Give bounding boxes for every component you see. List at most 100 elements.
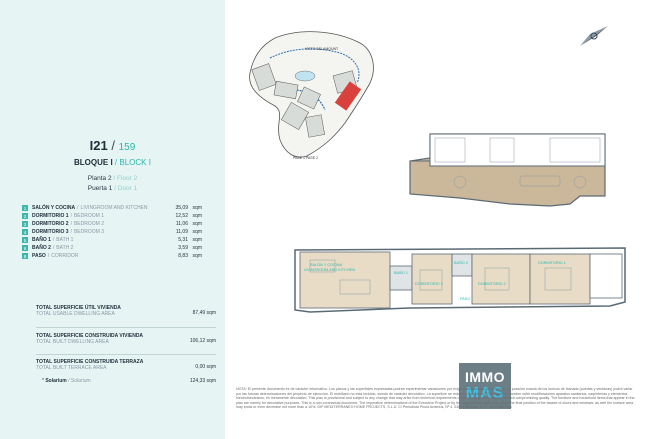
room-unit: sqm xyxy=(192,253,202,259)
unit-sep: / xyxy=(111,138,115,153)
room-name: DORMITORIO 2 xyxy=(32,221,69,227)
room-area: 11,06 xyxy=(175,221,188,227)
unit-alt-code: 159 xyxy=(118,142,136,153)
total-label-en: TOTAL BUILT DWELLING AREA xyxy=(36,339,109,345)
room-name-en: CORRIDOR xyxy=(51,253,79,259)
total-value: 106,12 xyxy=(189,338,206,344)
total-unit: sqm xyxy=(206,310,216,316)
list-item: 4 DORMITORIO 3 / BEDROOM 3 11,09 sqm xyxy=(22,228,202,236)
total-usable: TOTAL SUPERFICIE ÚTIL VIVIENDA TOTAL USA… xyxy=(36,305,216,317)
block-alt: BLOCK I xyxy=(119,158,151,167)
total-value: 0,00 xyxy=(195,364,206,370)
block-name: BLOQUE I xyxy=(74,158,113,167)
site-plan: VISTO BELAMOUNT PASE 1 PASE 2 xyxy=(249,31,374,160)
logo-line2: MAS xyxy=(465,385,505,402)
room-number: 4 xyxy=(22,229,28,235)
floor-alt: Floor 2 xyxy=(117,175,138,182)
room-unit: sqm xyxy=(192,213,202,219)
floor-sep: / xyxy=(113,175,116,182)
room-list: 1 SALÓN Y COCINA / LIVINGROOM AND KITCHE… xyxy=(22,204,202,260)
total-unit: sqm xyxy=(206,338,216,344)
plan-label-bed3: DORMITORIO 3 xyxy=(415,282,443,286)
total-label: TOTAL SUPERFICIE ÚTIL VIVIENDA xyxy=(36,305,121,311)
list-item: 8 PASO / CORRIDOR 8,83 sqm xyxy=(22,252,202,260)
room-name-en: LIVINGROOM AND KITCHEN xyxy=(80,205,148,211)
room-name-en: BEDROOM 2 xyxy=(73,221,104,227)
solarium-label: Solarium xyxy=(45,378,67,384)
plan-label-bed1: DORMITORIO 1 xyxy=(538,261,566,265)
room-name: BAÑO 1 xyxy=(32,237,51,243)
room-name-en: BATH 1 xyxy=(56,237,74,243)
solarium-unit: sqm xyxy=(206,378,216,384)
divider xyxy=(36,354,216,355)
room-unit: sqm xyxy=(192,221,202,227)
block-title: BLOQUE I / BLOCK I xyxy=(0,158,225,167)
room-name: SALÓN Y COCINA xyxy=(32,205,76,211)
solarium-row: * Solarium / Solarium 124,33 sqm xyxy=(42,378,216,384)
room-sep: / xyxy=(52,237,55,243)
plan-label-living-en: LIVINGROOM AND KITCHEN xyxy=(304,268,355,272)
site-label-portal: PASE 1 PASE 2 xyxy=(293,156,318,160)
plan-label-bath1: BAÑO 1 xyxy=(394,270,408,275)
solarium-bullet: * xyxy=(42,378,44,384)
room-number: 8 xyxy=(22,253,28,259)
room-number: 6 xyxy=(22,245,28,251)
room-sep: / xyxy=(70,229,72,235)
room-area: 8,83 xyxy=(178,253,188,259)
block-sep: / xyxy=(114,158,118,167)
room-area: 5,31 xyxy=(178,237,188,243)
room-name: PASO xyxy=(32,253,46,259)
compass-icon xyxy=(580,26,608,46)
room-number: 1 xyxy=(22,205,28,211)
room-name: BAÑO 2 xyxy=(32,245,51,251)
plan-label-living: SALÓN Y COCINA xyxy=(310,262,343,267)
room-name: DORMITORIO 3 xyxy=(32,229,69,235)
total-unit: sqm xyxy=(206,364,216,370)
room-area: 3,59 xyxy=(178,245,188,251)
room-area: 35,09 xyxy=(175,205,188,211)
room-sep: / xyxy=(52,245,55,251)
info-panel xyxy=(0,0,225,439)
list-item: 5 BAÑO 1 / BATH 1 5,31 sqm xyxy=(22,236,202,244)
room-sep: / xyxy=(47,253,50,259)
logo-line1: IMMO xyxy=(464,369,506,385)
room-unit: sqm xyxy=(192,237,202,243)
room-area: 11,09 xyxy=(175,229,188,235)
solarium-value: 124,33 xyxy=(189,378,206,384)
total-terrace: TOTAL SUPERFICIE CONSTRUIDA TERRAZA TOTA… xyxy=(36,359,216,371)
solarium-sep: / xyxy=(68,378,70,384)
room-unit: sqm xyxy=(192,205,202,211)
door-label: Puerta 1 xyxy=(87,185,113,192)
door-alt: Door 1 xyxy=(117,185,138,192)
list-item: 2 DORMITORIO 1 / BEDROOM 1 12,52 sqm xyxy=(22,212,202,220)
site-label-top: VISTO BELAMOUNT xyxy=(305,47,339,51)
total-value: 87,49 xyxy=(192,310,206,316)
room-unit: sqm xyxy=(192,245,202,251)
total-label-en: TOTAL USABLE DWELLING AREA xyxy=(36,311,115,317)
room-number: 5 xyxy=(22,237,28,243)
room-name-en: BATH 2 xyxy=(56,245,74,251)
solarium-plan xyxy=(409,133,606,207)
room-name-en: BEDROOM 3 xyxy=(73,229,104,235)
unit-code: I21 xyxy=(89,138,108,153)
plan-label-corridor: PASO xyxy=(460,297,470,301)
floor-label: Planta 2 xyxy=(87,175,112,182)
legal-note: NOTA: El presente documento es de caráct… xyxy=(236,387,635,410)
total-built: TOTAL SUPERFICIE CONSTRUIDA VIVIENDA TOT… xyxy=(36,333,216,345)
room-unit: sqm xyxy=(192,229,202,235)
solarium-label-en: Solarium xyxy=(70,378,91,384)
room-area: 12,52 xyxy=(175,213,188,219)
list-item: 6 BAÑO 2 / BATH 2 3,59 sqm xyxy=(22,244,202,252)
room-sep: / xyxy=(77,205,79,211)
room-name-en: BEDROOM 1 xyxy=(73,213,104,219)
plan-label-bath2: BAÑO 2 xyxy=(454,260,468,265)
room-number: 2 xyxy=(22,213,28,219)
door-sep: / xyxy=(114,185,116,192)
door-line: Puerta 1 / Door 1 xyxy=(0,185,225,192)
divider xyxy=(36,327,216,328)
list-item: 3 DORMITORIO 2 / BEDROOM 2 11,06 sqm xyxy=(22,220,202,228)
room-name: DORMITORIO 1 xyxy=(32,213,69,219)
unit-title: I21 / 159 xyxy=(0,138,225,153)
plan-label-bed2: DORMITORIO 2 xyxy=(478,282,506,286)
list-item: 1 SALÓN Y COCINA / LIVINGROOM AND KITCHE… xyxy=(22,204,202,212)
